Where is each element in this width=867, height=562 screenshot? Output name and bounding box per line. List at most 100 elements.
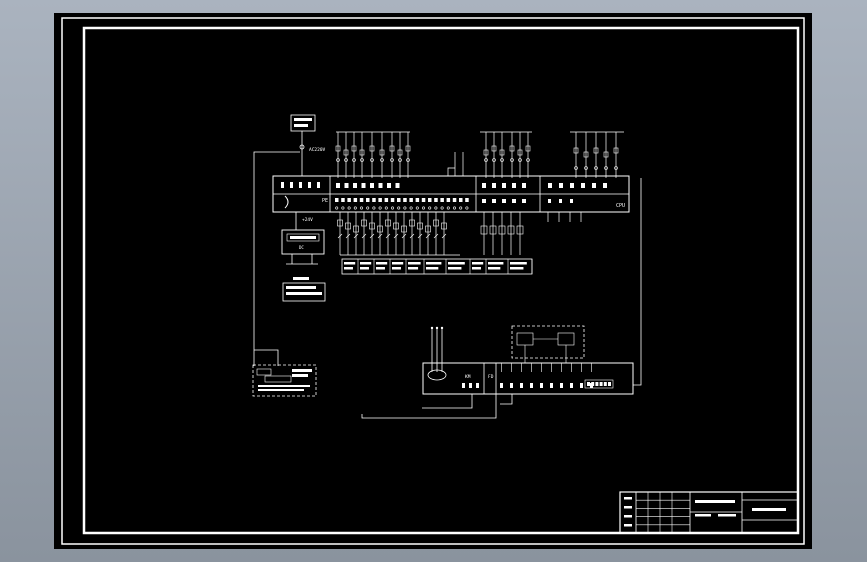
plc-right-lower-terminal (559, 199, 562, 203)
top-channel-node (344, 158, 348, 162)
top-channel-node (380, 158, 384, 162)
plc-right-terminal (592, 183, 596, 188)
plc-input-terminal (440, 198, 444, 202)
top-channel-contact (379, 149, 385, 156)
right-top-channel-node (574, 166, 578, 170)
plc-input-terminal (366, 198, 370, 202)
svg-text:FD: FD (488, 374, 494, 380)
plc-mid-terminal (482, 183, 486, 188)
input-channel-switch (393, 222, 399, 230)
plc-right-lower-terminal (570, 199, 573, 203)
lower-device-terminal (580, 383, 583, 388)
plc-upper-terminal (336, 183, 340, 188)
input-channel-switch (409, 219, 415, 227)
top-channel-contact (499, 149, 505, 156)
plc-left-terminals (281, 182, 320, 188)
lower-device-terminal (540, 383, 543, 388)
bottom-feed-wire-2 (422, 394, 473, 409)
plc-input-screw (366, 206, 370, 210)
plc-upper-terminal (361, 183, 366, 188)
io-table-cell (426, 267, 439, 270)
top-channel-node (518, 158, 522, 162)
drawing-sheet (54, 13, 812, 549)
lower-device-terminal (530, 383, 533, 388)
io-table-cell (426, 262, 442, 265)
plc-upper-terminal (387, 183, 391, 188)
io-table-cell (472, 267, 481, 270)
plc-mid-terminal (512, 183, 516, 188)
plc-right-terminal (570, 183, 574, 188)
plc-input-screw (378, 206, 382, 210)
io-table-cell (488, 267, 501, 270)
io-table-cell (472, 262, 484, 265)
sensor-box (252, 364, 317, 397)
input-channel-switch (345, 222, 351, 230)
top-channel-node (370, 158, 374, 162)
io-table-cell (376, 262, 388, 265)
title-block-mark (624, 497, 632, 500)
lower-device-terminal (560, 383, 563, 388)
plc-input-terminal (359, 198, 364, 202)
input-channel-switch (361, 219, 367, 227)
input-channel-switch (377, 225, 383, 233)
plc-mid-lower-terminal (482, 199, 486, 203)
input-channel-contact (361, 233, 367, 239)
output-channel-coil (489, 225, 497, 235)
plc-input-terminal (384, 198, 389, 202)
plc-input-screw (409, 206, 413, 210)
input-channel-contact (433, 233, 439, 239)
svg-text:+24V: +24V (302, 217, 313, 223)
svg-text:PE: PE (322, 198, 328, 204)
io-table-cell (376, 267, 385, 270)
io-table-cell (344, 267, 353, 270)
output-channel-coil (480, 225, 488, 235)
power-module: +24V DC (281, 212, 326, 302)
input-channel-contact (401, 233, 407, 239)
plc-mid-lower-terminal (502, 199, 506, 203)
top-channel-contact (509, 145, 515, 152)
top-channel-node (406, 158, 410, 162)
input-channel-switch (369, 222, 375, 230)
svg-text:CPU: CPU (616, 203, 625, 209)
plc-mid-terminal (502, 183, 506, 188)
lower-device-terminal (520, 383, 523, 388)
plc-input-terminal (372, 198, 376, 202)
plc-mid-terminal (492, 183, 496, 188)
input-channel-contact (345, 233, 351, 239)
plc-input-screw (459, 206, 463, 210)
plc-input-screw (353, 206, 357, 210)
input-channel-switch (441, 222, 447, 230)
plc-input-screw (397, 206, 401, 210)
output-channel-coil (507, 225, 515, 235)
plc-left-terminal (317, 182, 320, 188)
input-channel-switch (417, 222, 423, 230)
top-channel-contact (389, 145, 395, 152)
input-channel-contact (353, 233, 359, 239)
io-table-cell (408, 267, 419, 270)
lower-device-socket (608, 382, 611, 386)
plc-input-terminal (452, 198, 457, 202)
plc-input-screw (384, 206, 388, 210)
lower-device-left-terminal (469, 383, 472, 388)
right-top-channel-contact (573, 147, 579, 154)
plc-upper-terminal (370, 183, 374, 188)
plc-right-lower-terminal (548, 199, 551, 203)
plc-module: PE CPU (272, 175, 630, 213)
svg-text:KM: KM (465, 374, 471, 380)
input-channel-switch (385, 219, 391, 227)
input-channel-contact (441, 233, 447, 239)
io-table-cell (510, 262, 527, 265)
plc-input-screw (465, 206, 469, 210)
right-top-channel-node (584, 166, 588, 170)
plc-input-terminal (421, 198, 426, 202)
top-channel-contact (369, 145, 375, 152)
plc-left-terminal (299, 182, 302, 188)
plc-mid-terminal (522, 183, 526, 188)
top-channel-node (484, 158, 488, 162)
plc-input-screw (415, 206, 419, 210)
lower-device-left-terminal (462, 383, 465, 388)
plc-right-terminal (581, 183, 585, 188)
lower-device-terminal (570, 383, 573, 388)
plc-input-terminal (415, 198, 420, 202)
